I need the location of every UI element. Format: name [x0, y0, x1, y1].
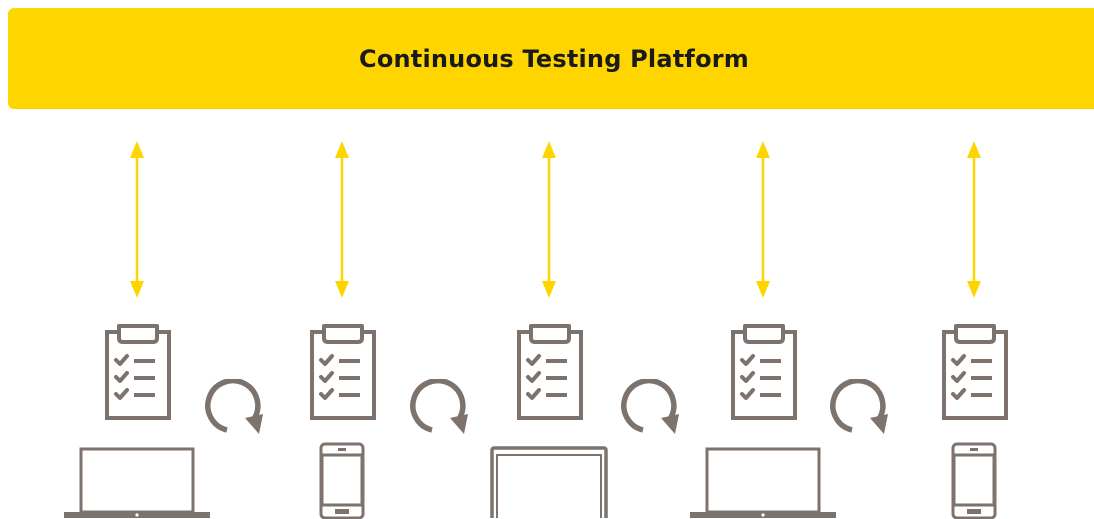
laptop-icon — [64, 447, 210, 518]
station — [310, 324, 376, 519]
station — [64, 324, 210, 518]
phone-icon — [951, 442, 997, 519]
checklist-icon — [731, 324, 797, 420]
connector-arrows — [130, 141, 981, 298]
cycle-arrow-icon — [208, 381, 263, 434]
station — [942, 324, 1008, 519]
checklist-icon — [105, 324, 171, 420]
platform-title: Continuous Testing Platform — [359, 44, 749, 73]
checklist-icon — [310, 324, 376, 420]
station — [490, 324, 608, 518]
checklist-icon — [517, 324, 583, 420]
cycle-indicators — [208, 381, 888, 434]
double-arrow — [756, 141, 770, 298]
cycle-arrow-icon — [624, 381, 679, 434]
double-arrow — [335, 141, 349, 298]
double-arrow — [130, 141, 144, 298]
device-stations — [64, 324, 1008, 519]
platform-banner: Continuous Testing Platform — [8, 8, 1094, 109]
station — [690, 324, 836, 518]
checklist-icon — [942, 324, 1008, 420]
double-arrow — [542, 141, 556, 298]
cycle-arrow-icon — [413, 381, 468, 434]
laptop-icon — [690, 447, 836, 518]
tablet-icon — [490, 446, 608, 518]
cycle-arrow-icon — [833, 381, 888, 434]
phone-icon — [319, 442, 365, 519]
double-arrow — [967, 141, 981, 298]
